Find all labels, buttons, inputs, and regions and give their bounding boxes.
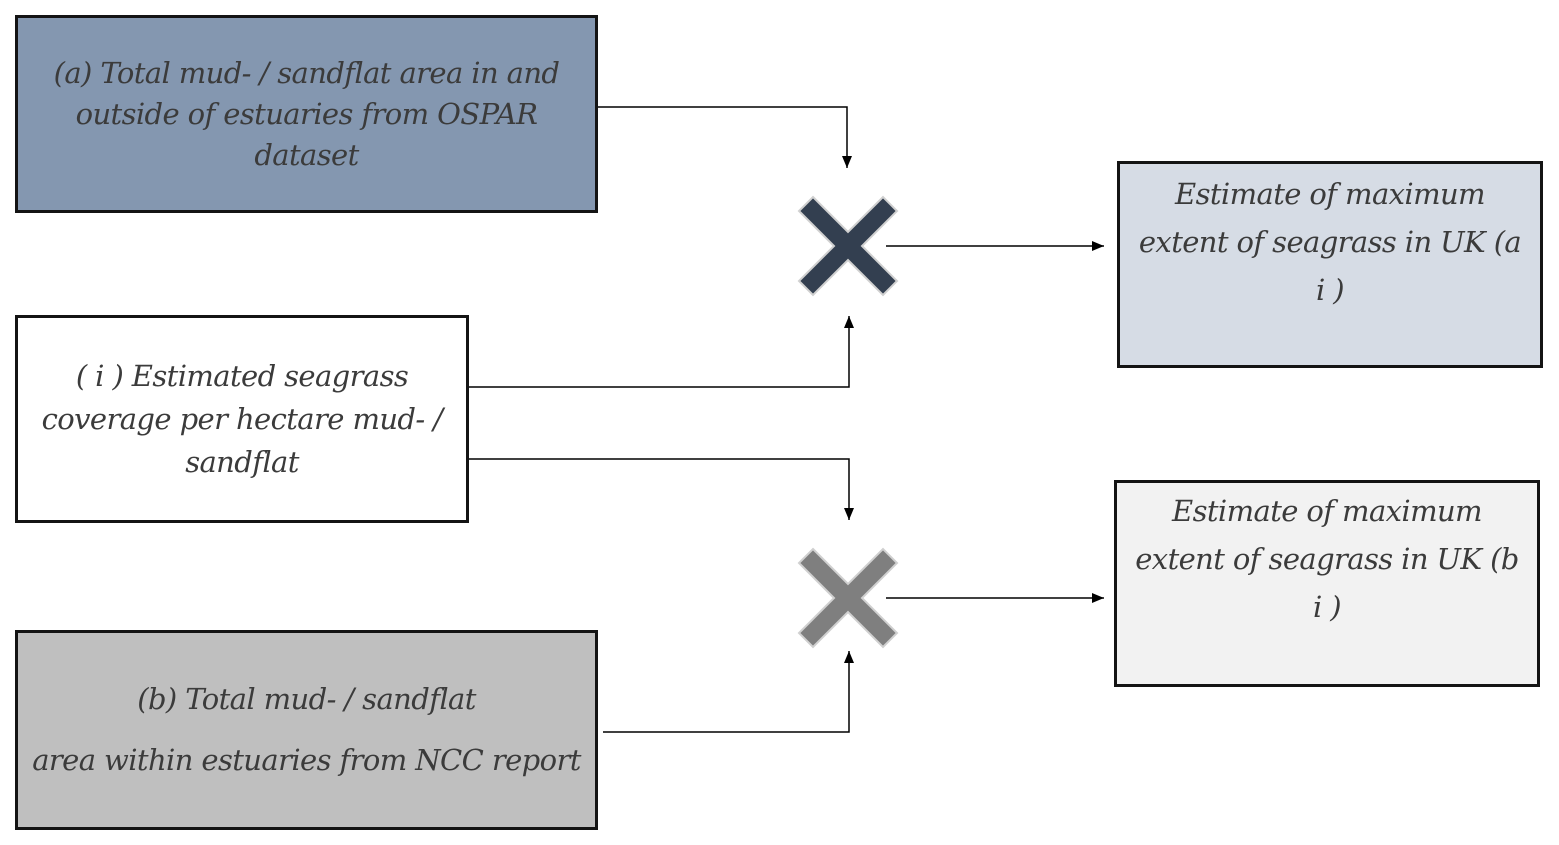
box-text-line: (b) Total mud- / sandflat	[137, 682, 476, 716]
box-text-line: i )	[1312, 590, 1342, 624]
box-text-line: coverage per hectare mud- /	[41, 401, 443, 436]
box-text-line: extent of seagrass in UK (b	[1135, 542, 1519, 576]
multiply-icon	[797, 547, 899, 649]
box-text-line: Estimate of maximum	[1172, 494, 1483, 528]
box-text-line: extent of seagrass in UK (a	[1138, 225, 1522, 259]
box-text-line: Estimate of maximum	[1175, 177, 1486, 211]
estimate-b-i-box: Estimate of maximum extent of seagrass i…	[1114, 480, 1540, 687]
box-text-line: dataset	[254, 137, 359, 172]
multiply-shape-top	[797, 195, 899, 297]
connector-a-to-top-multiply	[596, 106, 852, 168]
ospar-total-area-box: (a) Total mud- / sandflat area in and ou…	[15, 15, 598, 213]
box-text-line: ( i ) Estimated seagrass	[75, 358, 409, 393]
box-text-line: outside of estuaries from OSPAR	[75, 96, 538, 131]
seagrass-coverage-box: ( i ) Estimated seagrass coverage per he…	[15, 315, 469, 523]
estimate-a-i-box: Estimate of maximum extent of seagrass i…	[1117, 161, 1543, 368]
multiply-icon	[797, 195, 899, 297]
box-text-line: (a) Total mud- / sandflat area in and	[53, 55, 560, 90]
box-text-line: i )	[1315, 273, 1345, 307]
multiply-shape-bottom	[797, 547, 899, 649]
connector-i-to-top-multiply	[469, 316, 854, 388]
box-text-line: sandflat	[185, 444, 299, 479]
box-text-line: area within estuaries from NCC report	[32, 743, 581, 777]
connector-b-to-bottom-multiply	[603, 651, 854, 733]
ncc-estuary-area-box: (b) Total mud- / sandflat area within es…	[15, 630, 598, 830]
connector-i-to-bottom-multiply	[469, 458, 854, 520]
